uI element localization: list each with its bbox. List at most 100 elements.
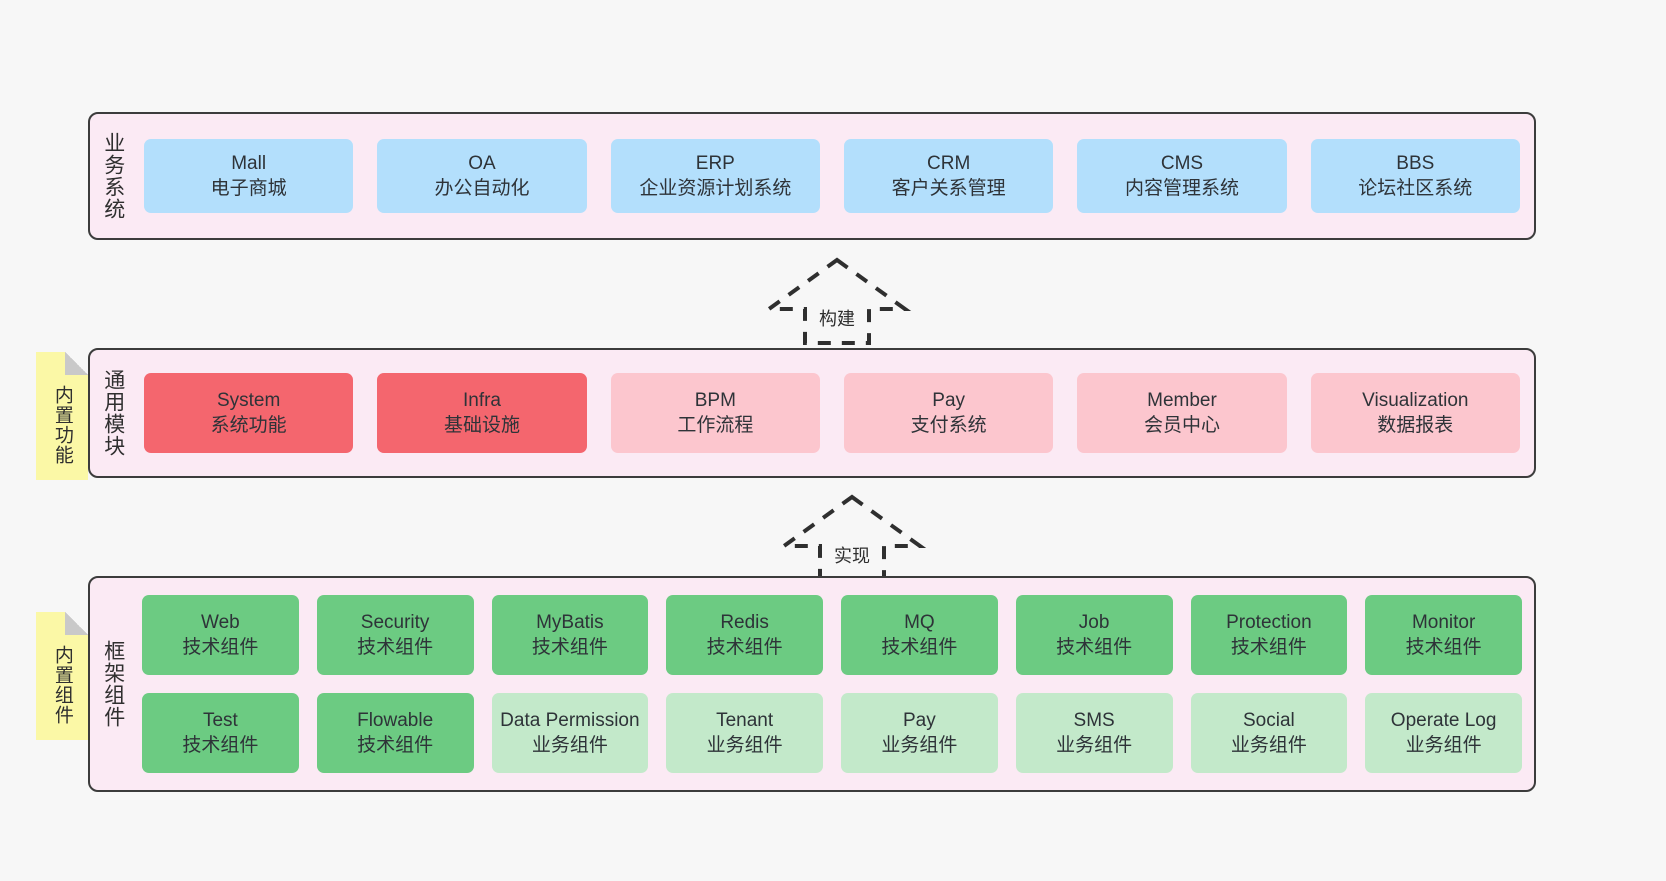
card-title: Security <box>360 611 430 633</box>
card-title: CRM <box>927 152 971 174</box>
card-subtitle: 技术组件 <box>531 637 608 658</box>
card-title: Social <box>1243 709 1295 731</box>
card-title: BBS <box>1396 152 1435 174</box>
card-pay[interactable]: Pay 支付系统 <box>843 373 1054 453</box>
card-title: Monitor <box>1411 611 1476 633</box>
card-subtitle: 技术组件 <box>182 735 259 756</box>
card-monitor[interactable]: Monitor 技术组件 <box>1365 595 1522 675</box>
card-row: Test 技术组件 Flowable 技术组件 Data Permission … <box>142 693 1522 773</box>
card-subtitle: 技术组件 <box>706 637 783 658</box>
card-subtitle: 办公自动化 <box>434 178 530 199</box>
card-title: Test <box>202 709 238 731</box>
card-title: CMS <box>1160 152 1204 174</box>
card-subtitle: 会员中心 <box>1143 415 1220 436</box>
connector-realize-arrow: 实现 <box>777 492 927 584</box>
card-title: Web <box>201 611 240 633</box>
card-security[interactable]: Security 技术组件 <box>316 595 474 675</box>
sticky-note-builtin-components: 内置组件 <box>36 612 88 740</box>
card-title: MQ <box>904 611 935 633</box>
card-operate-log[interactable]: Operate Log 业务组件 <box>1365 693 1522 773</box>
card-subtitle: 业务组件 <box>1405 735 1482 756</box>
card-subtitle: 工作流程 <box>677 415 754 436</box>
card-title: BPM <box>694 389 736 411</box>
card-subtitle: 论坛社区系统 <box>1358 178 1473 199</box>
card-subtitle: 技术组件 <box>1230 637 1307 658</box>
card-job[interactable]: Job 技术组件 <box>1015 595 1173 675</box>
card-title: OA <box>468 152 496 174</box>
card-member[interactable]: Member 会员中心 <box>1077 373 1287 453</box>
card-title: Member <box>1147 389 1217 411</box>
card-test[interactable]: Test 技术组件 <box>142 693 299 773</box>
card-mq[interactable]: MQ 技术组件 <box>841 595 998 675</box>
card-subtitle: 技术组件 <box>357 637 434 658</box>
card-title: Infra <box>462 389 501 411</box>
card-subtitle: 电子商城 <box>210 178 287 199</box>
card-redis[interactable]: Redis 技术组件 <box>666 595 823 675</box>
card-subtitle: 基础设施 <box>443 415 520 436</box>
card-flowable[interactable]: Flowable 技术组件 <box>316 693 474 773</box>
card-row: Mall 电子商城 OA 办公自动化 ERP 企业资源计划系统 CRM 客户关系… <box>144 139 1520 213</box>
card-subtitle: 业务组件 <box>881 735 958 756</box>
layer-framework-component-title: 框架组件 <box>101 640 125 728</box>
card-title: Flowable <box>357 709 434 731</box>
connector-build-arrow: 构建 <box>762 255 912 347</box>
card-title: Job <box>1078 611 1110 633</box>
card-subtitle: 系统功能 <box>210 415 287 436</box>
layer-common-module-title: 通用模块 <box>101 369 125 457</box>
card-data-permission[interactable]: Data Permission 业务组件 <box>491 693 649 773</box>
card-title: MyBatis <box>536 611 604 633</box>
card-bpm[interactable]: BPM 工作流程 <box>610 373 820 453</box>
card-system[interactable]: System 系统功能 <box>144 373 354 453</box>
card-title: System <box>216 389 281 411</box>
layer-common-module[interactable]: 通用模块 System 系统功能 Infra 基础设施 BPM 工作流程 Pay… <box>88 348 1536 478</box>
card-cms[interactable]: CMS 内容管理系统 <box>1077 139 1287 213</box>
card-erp[interactable]: ERP 企业资源计划系统 <box>610 139 820 213</box>
card-subtitle: 技术组件 <box>182 637 259 658</box>
layer-business-system-title: 业务系统 <box>101 132 125 220</box>
card-subtitle: 支付系统 <box>910 415 987 436</box>
card-title: SMS <box>1073 709 1115 731</box>
card-title: Tenant <box>716 709 774 731</box>
card-title: Pay <box>903 709 936 731</box>
card-title: Visualization <box>1362 389 1469 411</box>
card-subtitle: 技术组件 <box>357 735 434 756</box>
card-oa[interactable]: OA 办公自动化 <box>377 139 587 213</box>
card-subtitle: 内容管理系统 <box>1124 178 1239 199</box>
card-title: Operate Log <box>1390 709 1497 731</box>
layer-common-module-body: System 系统功能 Infra 基础设施 BPM 工作流程 Pay 支付系统… <box>136 350 1534 476</box>
card-subtitle: 客户关系管理 <box>891 178 1006 199</box>
card-subtitle: 技术组件 <box>881 637 958 658</box>
card-bbs[interactable]: BBS 论坛社区系统 <box>1310 139 1520 213</box>
card-crm[interactable]: CRM 客户关系管理 <box>843 139 1054 213</box>
card-subtitle: 数据报表 <box>1377 415 1454 436</box>
card-title: Redis <box>720 611 769 633</box>
card-title: ERP <box>695 152 735 174</box>
card-subtitle: 业务组件 <box>531 735 608 756</box>
card-infra[interactable]: Infra 基础设施 <box>377 373 587 453</box>
layer-business-system-body: Mall 电子商城 OA 办公自动化 ERP 企业资源计划系统 CRM 客户关系… <box>136 114 1534 238</box>
card-mall[interactable]: Mall 电子商城 <box>144 139 354 213</box>
card-row: System 系统功能 Infra 基础设施 BPM 工作流程 Pay 支付系统… <box>144 373 1520 453</box>
card-tenant[interactable]: Tenant 业务组件 <box>666 693 823 773</box>
card-social[interactable]: Social 业务组件 <box>1190 693 1348 773</box>
card-mybatis[interactable]: MyBatis 技术组件 <box>491 595 649 675</box>
card-visualization[interactable]: Visualization 数据报表 <box>1310 373 1520 453</box>
sticky-note-builtin-features: 内置功能 <box>36 352 88 480</box>
layer-framework-component[interactable]: 框架组件 Web 技术组件 Security 技术组件 MyBatis 技术组件… <box>88 576 1536 792</box>
card-sms[interactable]: SMS 业务组件 <box>1015 693 1173 773</box>
card-web[interactable]: Web 技术组件 <box>142 595 299 675</box>
card-title: Data Permission <box>500 709 640 731</box>
card-subtitle: 技术组件 <box>1056 637 1133 658</box>
card-title: Protection <box>1226 611 1312 633</box>
card-subtitle: 企业资源计划系统 <box>639 178 792 199</box>
layer-business-system[interactable]: 业务系统 Mall 电子商城 OA 办公自动化 ERP 企业资源计划系统 CRM… <box>88 112 1536 240</box>
card-row: Web 技术组件 Security 技术组件 MyBatis 技术组件 Redi… <box>142 595 1522 675</box>
card-title: Mall <box>231 152 267 174</box>
card-subtitle: 技术组件 <box>1405 637 1482 658</box>
layer-framework-component-body: Web 技术组件 Security 技术组件 MyBatis 技术组件 Redi… <box>136 578 1534 790</box>
card-pay-component[interactable]: Pay 业务组件 <box>841 693 998 773</box>
card-protection[interactable]: Protection 技术组件 <box>1190 595 1348 675</box>
card-subtitle: 业务组件 <box>1230 735 1307 756</box>
card-subtitle: 业务组件 <box>706 735 783 756</box>
